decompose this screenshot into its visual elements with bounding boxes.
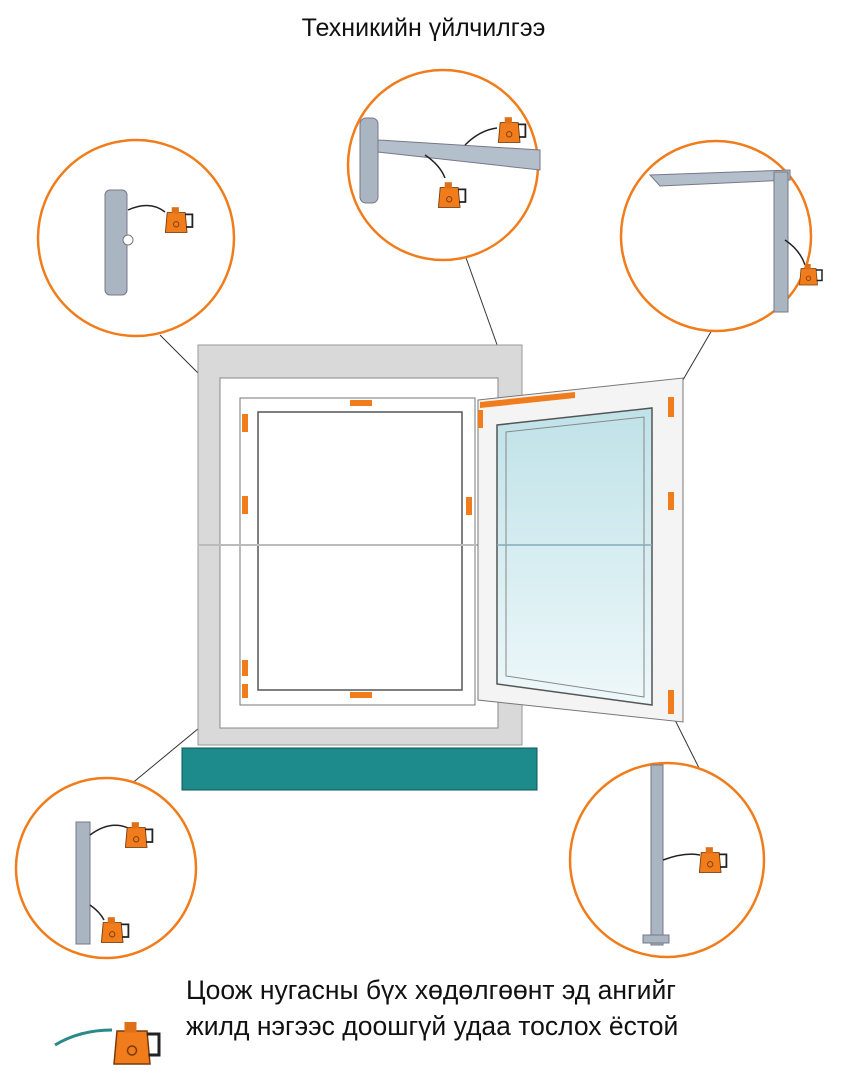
lock-bar-icon bbox=[75, 821, 154, 945]
fixed-glass bbox=[257, 411, 463, 691]
detail-circle-handle bbox=[36, 138, 236, 338]
corner-hinge-icon bbox=[648, 169, 823, 313]
window-handle-icon bbox=[104, 189, 194, 296]
oil-can-icon bbox=[54, 1020, 161, 1066]
detail-circle-bottom-hinge bbox=[568, 761, 766, 959]
open-sash-glass bbox=[496, 407, 653, 706]
detail-circle-corner bbox=[619, 139, 813, 333]
note-line-2: жилд нэгээс доошгүй удаа тослох ёстой bbox=[186, 1011, 679, 1041]
note-line-1: Цоож нугасны бүх хөдөлгөөнт эд ангийг bbox=[186, 975, 676, 1005]
window-sill bbox=[181, 747, 538, 791]
maintenance-note: Цоож нугасны бүх хөдөлгөөнт эд ангийг жи… bbox=[186, 972, 678, 1044]
detail-circle-lock bbox=[14, 776, 198, 960]
hinge-icon bbox=[359, 116, 541, 209]
bottom-hinge-icon bbox=[642, 764, 728, 946]
window-illustration bbox=[181, 344, 684, 791]
page-title: Техникийн үйлчилгээ bbox=[301, 14, 546, 42]
lubrication-points bbox=[242, 392, 674, 714]
